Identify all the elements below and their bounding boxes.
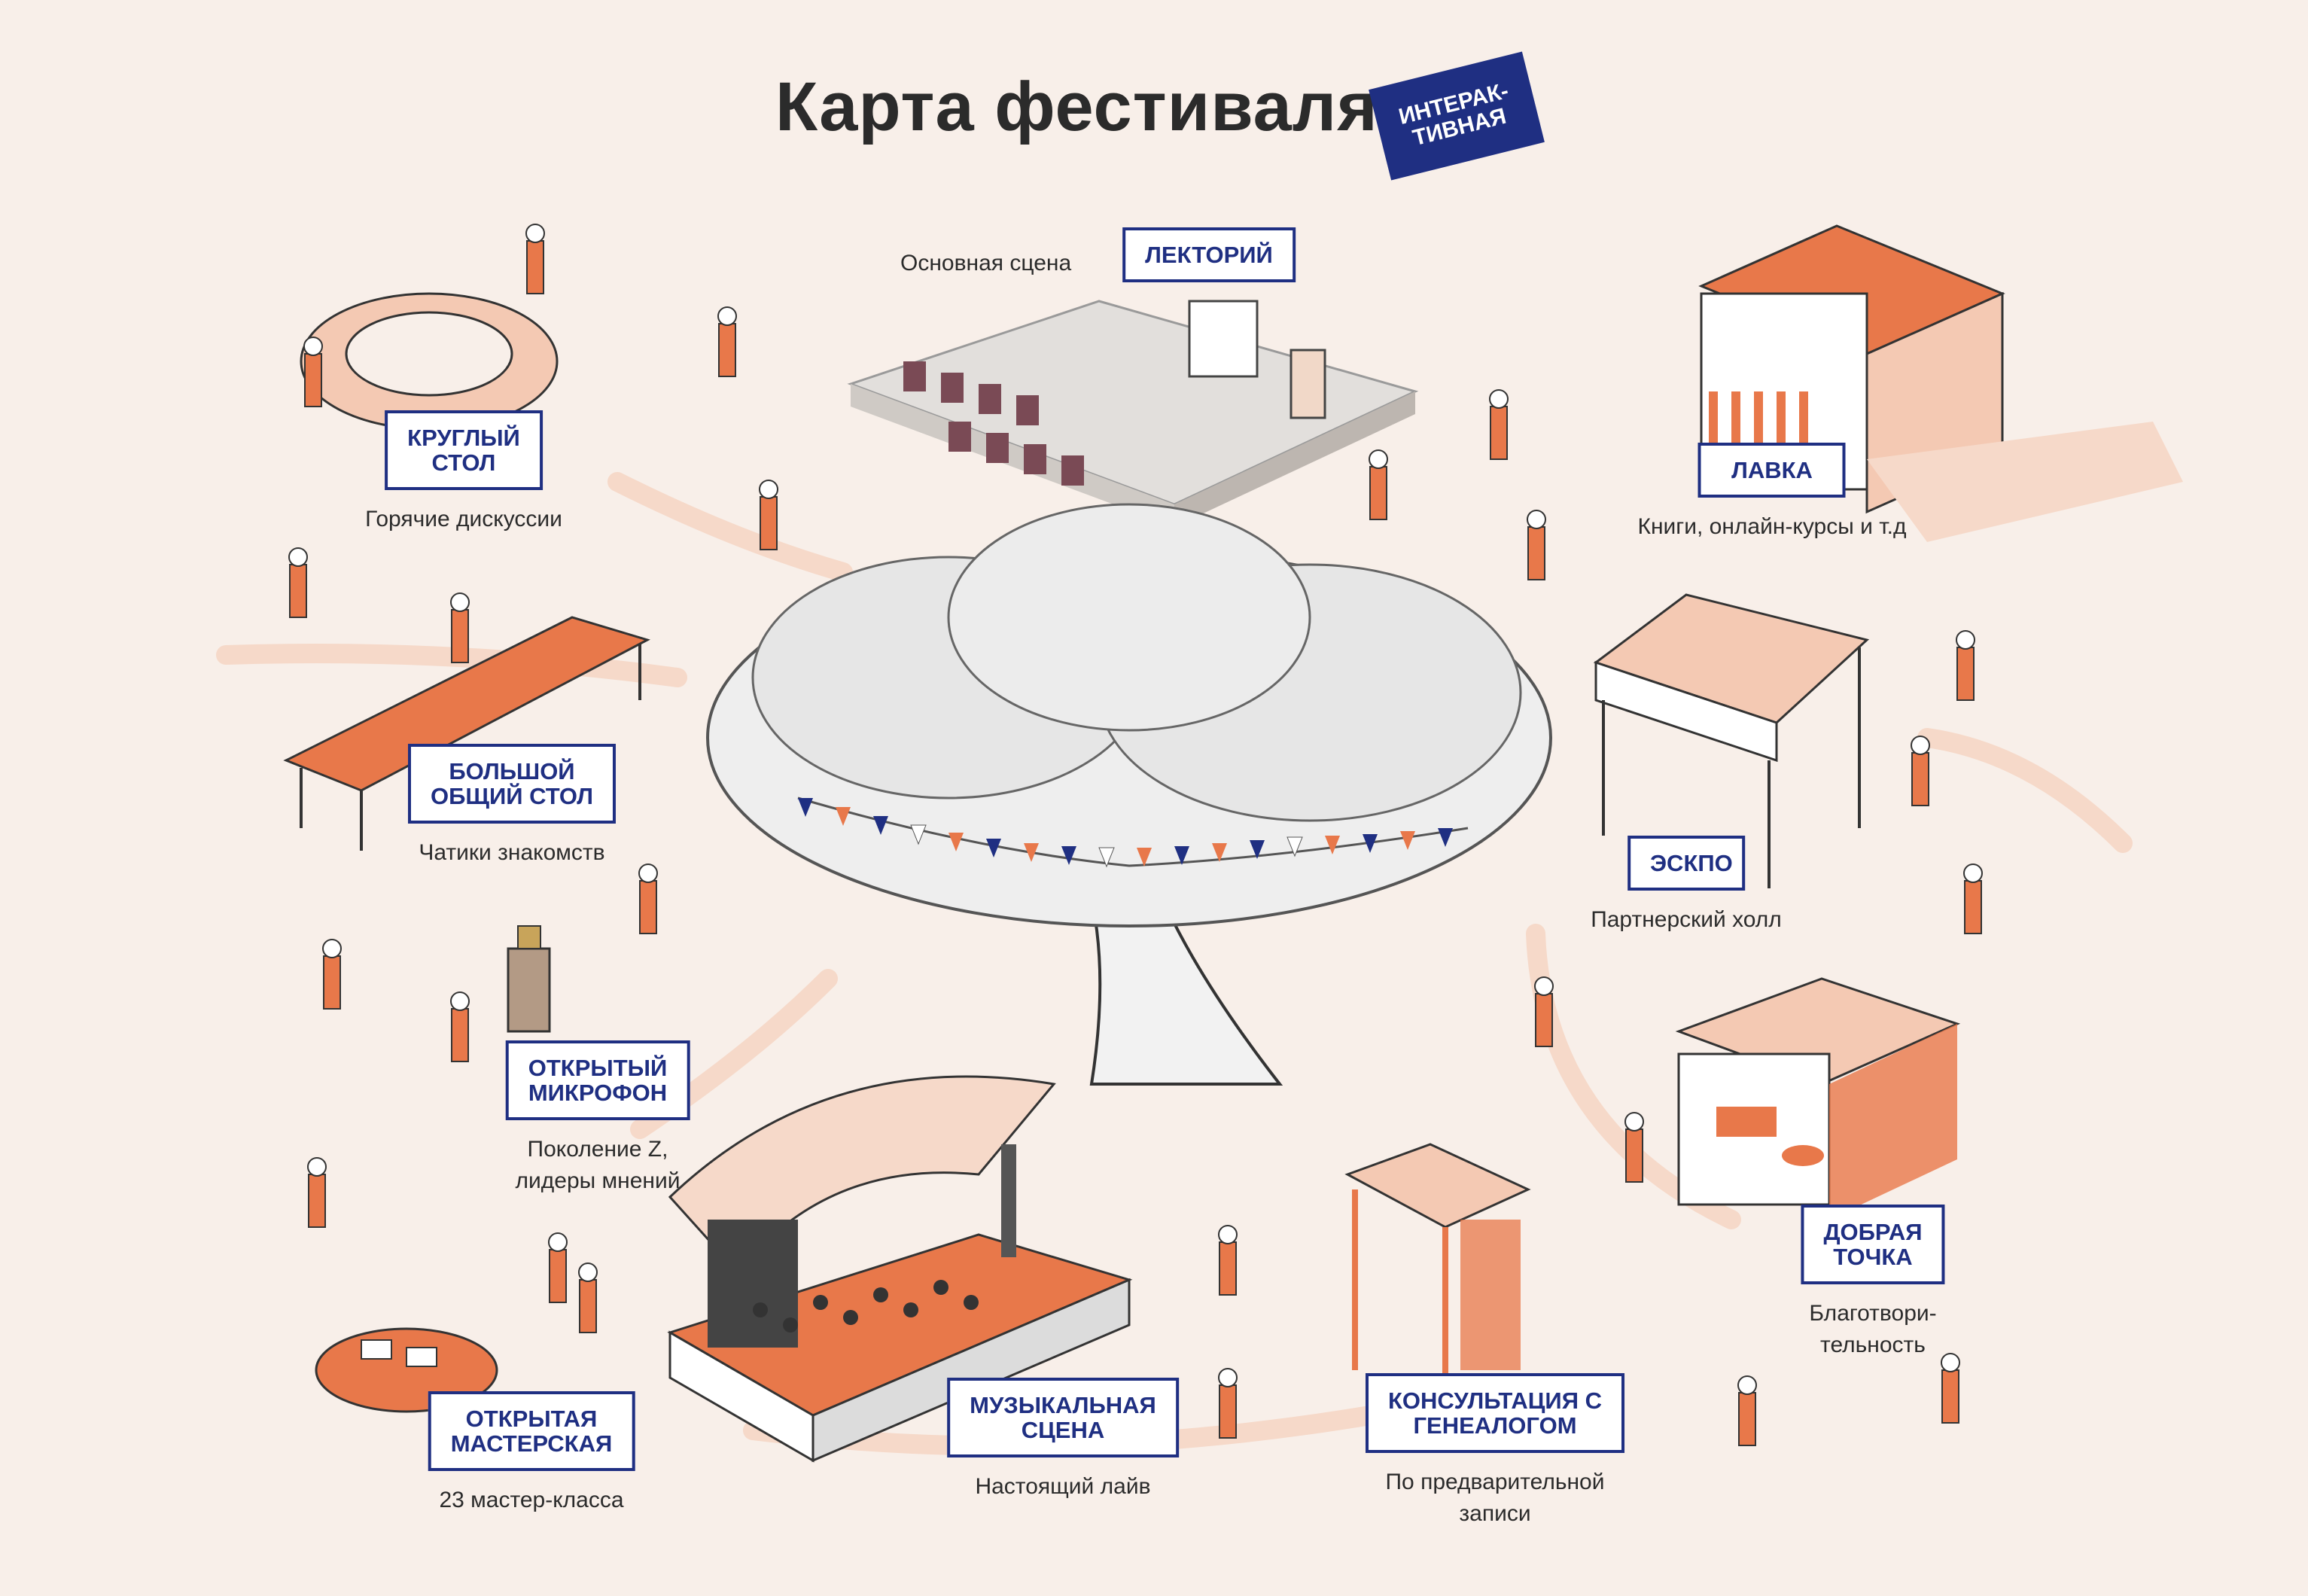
zone-desc-expo: Партнерский холл [1591, 907, 1782, 932]
zone-workshop[interactable]: ОТКРЫТАЯ МАСТЕРСКАЯ 23 мастер-класса [428, 1391, 635, 1516]
zone-open-mic[interactable]: ОТКРЫТЫЙ МИКРОФОН Поколение Z, лидеры мн… [505, 1040, 690, 1197]
zone-desc-open-mic: Поколение Z, лидеры мнений [515, 1137, 681, 1193]
zone-desc-good-point: Благотвори- тельность [1809, 1301, 1937, 1357]
zone-desc-workshop: 23 мастер-класса [439, 1488, 624, 1512]
zone-label-good-point: ДОБРАЯ ТОЧКА [1801, 1205, 1945, 1284]
zone-desc-big-table: Чатики знакомств [419, 840, 605, 865]
zone-big-table[interactable]: БОЛЬШОЙ ОБЩИЙ СТОЛ Чатики знакомств [407, 744, 617, 869]
genealogy-tent [1344, 1143, 1531, 1400]
zone-genealogy[interactable]: КОНСУЛЬТАЦИЯ С ГЕНЕАЛОГОМ По предварител… [1366, 1373, 1624, 1530]
bunting-flags [798, 798, 1453, 868]
lecture-hall-platform [847, 300, 1419, 527]
zone-label-music-stage: МУЗЫКАЛЬНАЯ СЦЕНА [947, 1378, 1179, 1457]
zone-label-big-table: БОЛЬШОЙ ОБЩИЙ СТОЛ [407, 744, 617, 824]
zone-label-genealogy: КОНСУЛЬТАЦИЯ С ГЕНЕАЛОГОМ [1366, 1373, 1624, 1453]
zone-desc-music-stage: Настоящий лайв [975, 1474, 1151, 1499]
zone-desc-round-table: Горячие дискуссии [365, 507, 562, 531]
music-stage [667, 1075, 1133, 1463]
badge-text: ИНТЕРАК- ТИВНАЯ [1396, 78, 1512, 151]
zone-label-round-table: КРУГЛЫЙ СТОЛ [385, 410, 543, 490]
zone-desc-genealogy: По предварительной записи [1385, 1470, 1605, 1526]
zone-desc-shop: Книги, онлайн-курсы и т.д [1637, 514, 1907, 539]
zone-music-stage[interactable]: МУЗЫКАЛЬНАЯ СЦЕНА Настоящий лайв [947, 1378, 1179, 1503]
good-point-tent [1675, 977, 1961, 1220]
expo-tent [1593, 593, 1870, 888]
open-mic-podium [507, 925, 551, 1033]
zone-label-lecture: ЛЕКТОРИЙ [1122, 227, 1296, 282]
zone-label-shop: ЛАВКА [1698, 443, 1846, 498]
zone-expo[interactable]: ЭСКПО Партнерский холл [1591, 836, 1782, 936]
workshop-table [315, 1327, 498, 1413]
big-common-table [283, 616, 650, 851]
zone-label-open-mic: ОТКРЫТЫЙ МИКРОФОН [505, 1040, 690, 1120]
zone-shop[interactable]: ЛАВКА Книги, онлайн-курсы и т.д [1637, 443, 1907, 543]
zone-good-point[interactable]: ДОБРАЯ ТОЧКА Благотвори- тельность [1801, 1205, 1945, 1361]
zone-label-workshop: ОТКРЫТАЯ МАСТЕРСКАЯ [428, 1391, 635, 1471]
main-stage-caption: Основная сцена [900, 251, 1072, 276]
page-title: Карта фестиваля [775, 69, 1378, 145]
festival-visitors [288, 224, 1983, 1446]
zone-label-expo: ЭСКПО [1627, 836, 1745, 891]
round-table-ring [300, 292, 559, 431]
central-tree [706, 503, 1552, 1086]
zone-lecture[interactable]: ЛЕКТОРИЙ [1122, 227, 1296, 282]
zone-round-table[interactable]: КРУГЛЫЙ СТОЛ Горячие дискуссии [365, 410, 562, 535]
